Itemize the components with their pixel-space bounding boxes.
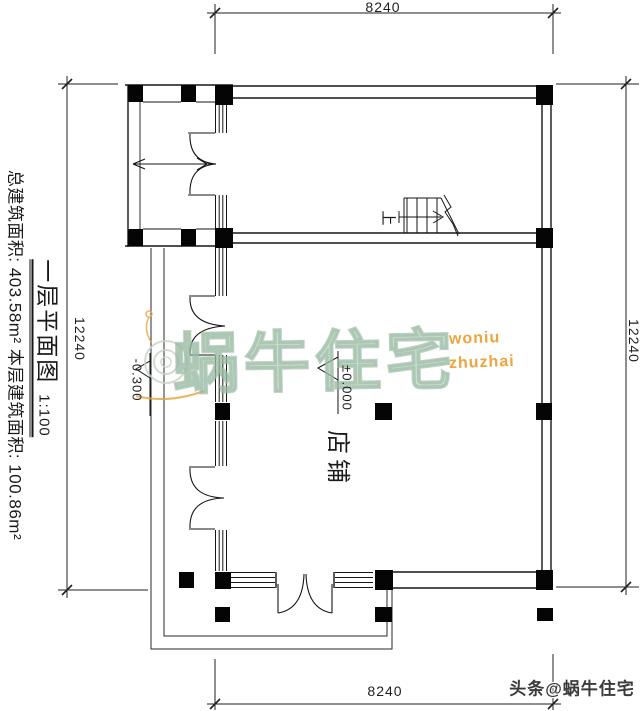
- title-row: 一层平面图 1:100: [31, 259, 61, 437]
- drawing-title: 一层平面图: [34, 259, 61, 385]
- door-left-lower: [189, 466, 225, 530]
- window-left-1: [215, 248, 227, 296]
- window-left-2: [215, 355, 227, 402]
- level-symbol-main: [316, 351, 339, 414]
- window-annex-upper: [215, 105, 227, 133]
- dim-left: 12240: [72, 317, 88, 361]
- footer-credit: 头条@蜗牛住宅: [509, 679, 635, 699]
- drawing-scale: 1:100: [35, 394, 53, 437]
- watermark-cn-text: 蜗牛住宅: [171, 322, 458, 403]
- dim-right: 12240: [626, 319, 640, 363]
- dimension-lines: [58, 4, 639, 710]
- window-annex-lower: [215, 195, 227, 228]
- stair-cut-line: [440, 197, 460, 235]
- entry-direction-arrow: [132, 157, 212, 171]
- doors: [132, 132, 333, 614]
- stair-break-line: [443, 194, 459, 237]
- area-note: 总建筑面积: 403.58m² 本层建筑面积: 100.86m²: [5, 169, 25, 541]
- window-left-4: [215, 530, 227, 571]
- watermark-en-line2: zhuzhai: [448, 352, 515, 373]
- room-label-shop: 店铺: [324, 430, 351, 488]
- stairs: [398, 194, 460, 237]
- watermark-en-line1: woniu: [448, 329, 501, 348]
- snail-icon: [135, 310, 205, 400]
- drawing-title-block: 一层平面图 1:100: [31, 259, 61, 437]
- level-porch-text: -0.300: [129, 358, 145, 402]
- door-left-upper: [189, 295, 226, 356]
- level-symbol-porch: [135, 353, 151, 416]
- porch-platform-outline: [150, 248, 393, 650]
- dim-top: 8240: [365, 0, 401, 15]
- dim-bottom: 8240: [367, 683, 403, 699]
- door-main-entrance: [277, 573, 333, 614]
- stair-up-arrow: [398, 210, 444, 224]
- window-left-3: [215, 421, 227, 466]
- stairs-up-label: 上: [379, 210, 397, 226]
- window-bottom-left: [230, 572, 275, 588]
- columns: [128, 85, 553, 622]
- windows: [215, 105, 373, 588]
- door-annex: [188, 132, 217, 196]
- level-symbols: [135, 351, 339, 416]
- window-bottom-right: [335, 572, 373, 588]
- level-main-text: ±0.000: [339, 365, 355, 411]
